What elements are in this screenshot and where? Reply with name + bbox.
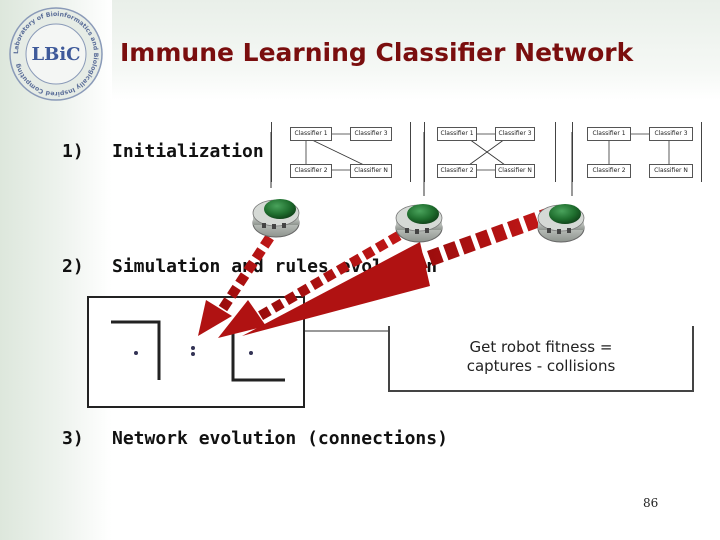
robot-icon	[537, 204, 585, 243]
fitness-formula-line2: captures - collisions	[466, 357, 616, 375]
network-1-node-n: Classifier N	[350, 164, 392, 178]
fitness-formula-line1: Get robot fitness =	[469, 338, 613, 356]
lbic-logo: Laboratory of Bioinformatics and Biologi…	[6, 4, 106, 104]
arena-walls	[111, 320, 285, 382]
classifier-network-1: Classifier 1 Classifier 3 Classifier 2 C…	[271, 122, 411, 182]
network-1-node-1: Classifier 1	[290, 127, 332, 141]
network-2-node-2: Classifier 2	[437, 164, 477, 178]
network-2-node-1: Classifier 1	[437, 127, 477, 141]
robot-icon	[395, 204, 443, 243]
network-3-node-2: Classifier 2	[587, 164, 631, 178]
robot-icon	[252, 199, 300, 238]
step-2-label: Simulation and rules evolution	[112, 256, 438, 277]
slide-title: Immune Learning Classifier Network	[120, 38, 634, 67]
step-1-label: Initialization	[112, 141, 264, 162]
simulation-arena	[87, 296, 305, 408]
network-3-node-3: Classifier 3	[649, 127, 693, 141]
fitness-callout: Get robot fitness = captures - collision…	[388, 326, 694, 392]
step-1-number: 1)	[62, 141, 84, 162]
step-2-number: 2)	[62, 256, 84, 277]
network-3-connections	[608, 133, 670, 165]
step-3-number: 3)	[62, 428, 84, 449]
classifier-network-3: Classifier 1 Classifier 3 Classifier 2 C…	[572, 122, 702, 182]
network-3-node-1: Classifier 1	[587, 127, 631, 141]
network-2-node-n: Classifier N	[495, 164, 535, 178]
step-3-label: Network evolution (connections)	[112, 428, 448, 449]
logo-text: LBiC	[31, 44, 80, 65]
network-1-node-2: Classifier 2	[290, 164, 332, 178]
network-1-node-3: Classifier 3	[350, 127, 392, 141]
page-number: 86	[643, 496, 659, 510]
network-3-node-n: Classifier N	[649, 164, 693, 178]
classifier-network-2: Classifier 1 Classifier 3 Classifier 2 C…	[424, 122, 556, 182]
network-2-connections	[468, 133, 506, 171]
title-decor-band	[112, 0, 720, 100]
network-2-node-3: Classifier 3	[495, 127, 535, 141]
